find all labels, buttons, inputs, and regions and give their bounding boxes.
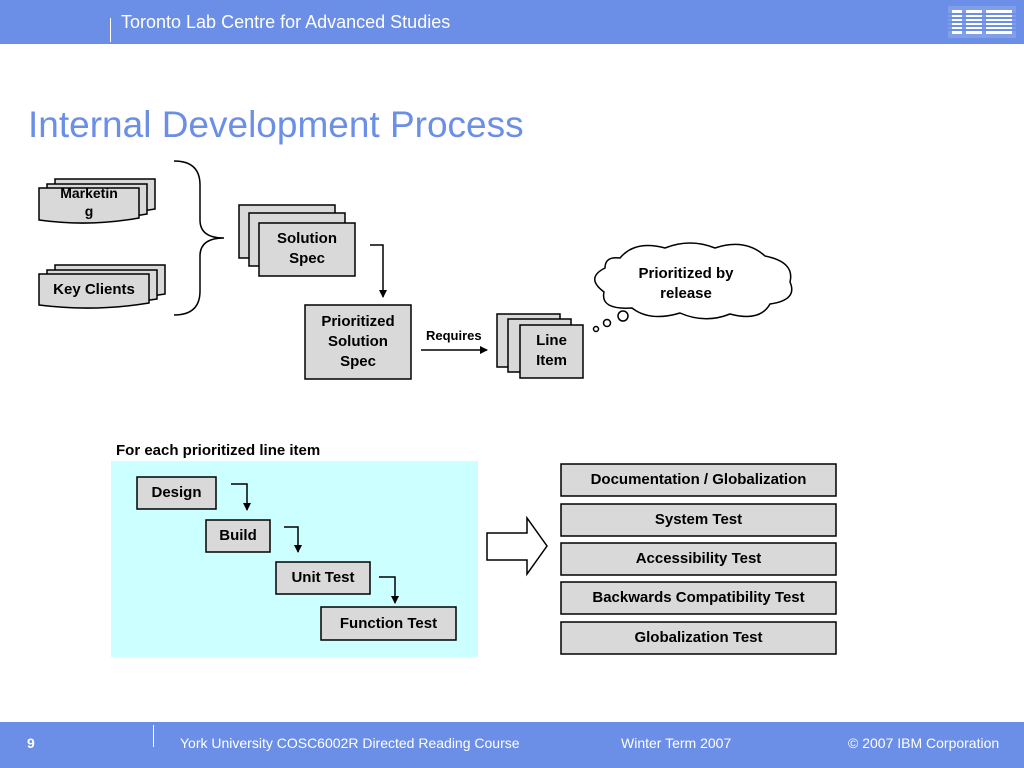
test-box-4 bbox=[560, 621, 837, 655]
merge-brace bbox=[173, 160, 225, 316]
page-number: 9 bbox=[27, 735, 35, 751]
org-title: Toronto Lab Centre for Advanced Studies bbox=[121, 12, 451, 32]
step-function-test-label: Function Test bbox=[339, 614, 438, 632]
ibm-logo bbox=[948, 6, 1016, 38]
solution-spec-stack bbox=[238, 204, 356, 277]
test-label-4: Globalization Test bbox=[634, 629, 763, 646]
test-label-0: Documentation / Globalization bbox=[590, 471, 807, 488]
step-build-label: Build bbox=[219, 527, 257, 544]
per-item-caption: For each prioritized line item bbox=[116, 442, 321, 459]
design-box bbox=[136, 476, 217, 510]
key-clients-doc-stack bbox=[38, 264, 166, 309]
design-to-build-arrow bbox=[231, 483, 251, 511]
header-bar: Toronto Lab Centre for Advanced Studies bbox=[0, 0, 1024, 44]
footer-term: Winter Term 2007 bbox=[621, 735, 732, 751]
test-box-2 bbox=[560, 542, 837, 576]
step-design-label: Design bbox=[151, 484, 202, 501]
key-clients-label: Key Clients bbox=[53, 281, 135, 298]
line-item-stack bbox=[496, 313, 584, 379]
thought-cloud bbox=[592, 242, 793, 333]
unit-test-box bbox=[275, 561, 371, 595]
prioritized-spec-box bbox=[304, 304, 412, 380]
prioritized-spec-label: Prioritized Solution Spec bbox=[321, 313, 395, 370]
function-test-box bbox=[320, 606, 457, 641]
build-to-unittest-arrow bbox=[284, 526, 302, 553]
footer-course: York University COSC6002R Directed Readi… bbox=[180, 735, 520, 751]
test-box-0 bbox=[560, 463, 837, 497]
test-label-2: Accessibility Test bbox=[635, 550, 762, 567]
requires-label: Requires bbox=[426, 328, 482, 343]
unittest-to-functiontest-arrow bbox=[379, 576, 399, 604]
line-item-label: Line Item bbox=[536, 332, 567, 369]
build-box bbox=[205, 519, 271, 553]
spec-to-prioritized-arrow bbox=[370, 244, 387, 298]
test-box-1 bbox=[560, 503, 837, 537]
test-label-1: System Test bbox=[654, 511, 743, 528]
header-divider bbox=[110, 18, 111, 42]
page-title: Internal Development Process bbox=[28, 104, 524, 145]
step-unit-test-label: Unit Test bbox=[291, 569, 355, 586]
footer-divider bbox=[153, 725, 154, 747]
marketing-doc-stack bbox=[38, 178, 156, 224]
block-arrow bbox=[486, 515, 548, 577]
thought-label: Prioritized by release bbox=[638, 265, 734, 302]
footer-copyright: © 2007 IBM Corporation bbox=[848, 735, 1000, 751]
test-label-3: Backwards Compatibility Test bbox=[592, 589, 805, 606]
footer-bar: 9 York University COSC6002R Directed Rea… bbox=[0, 722, 1024, 768]
test-box-3 bbox=[560, 581, 837, 615]
marketing-label: Marketin g bbox=[60, 185, 118, 219]
solution-spec-label: Solution Spec bbox=[277, 230, 337, 267]
